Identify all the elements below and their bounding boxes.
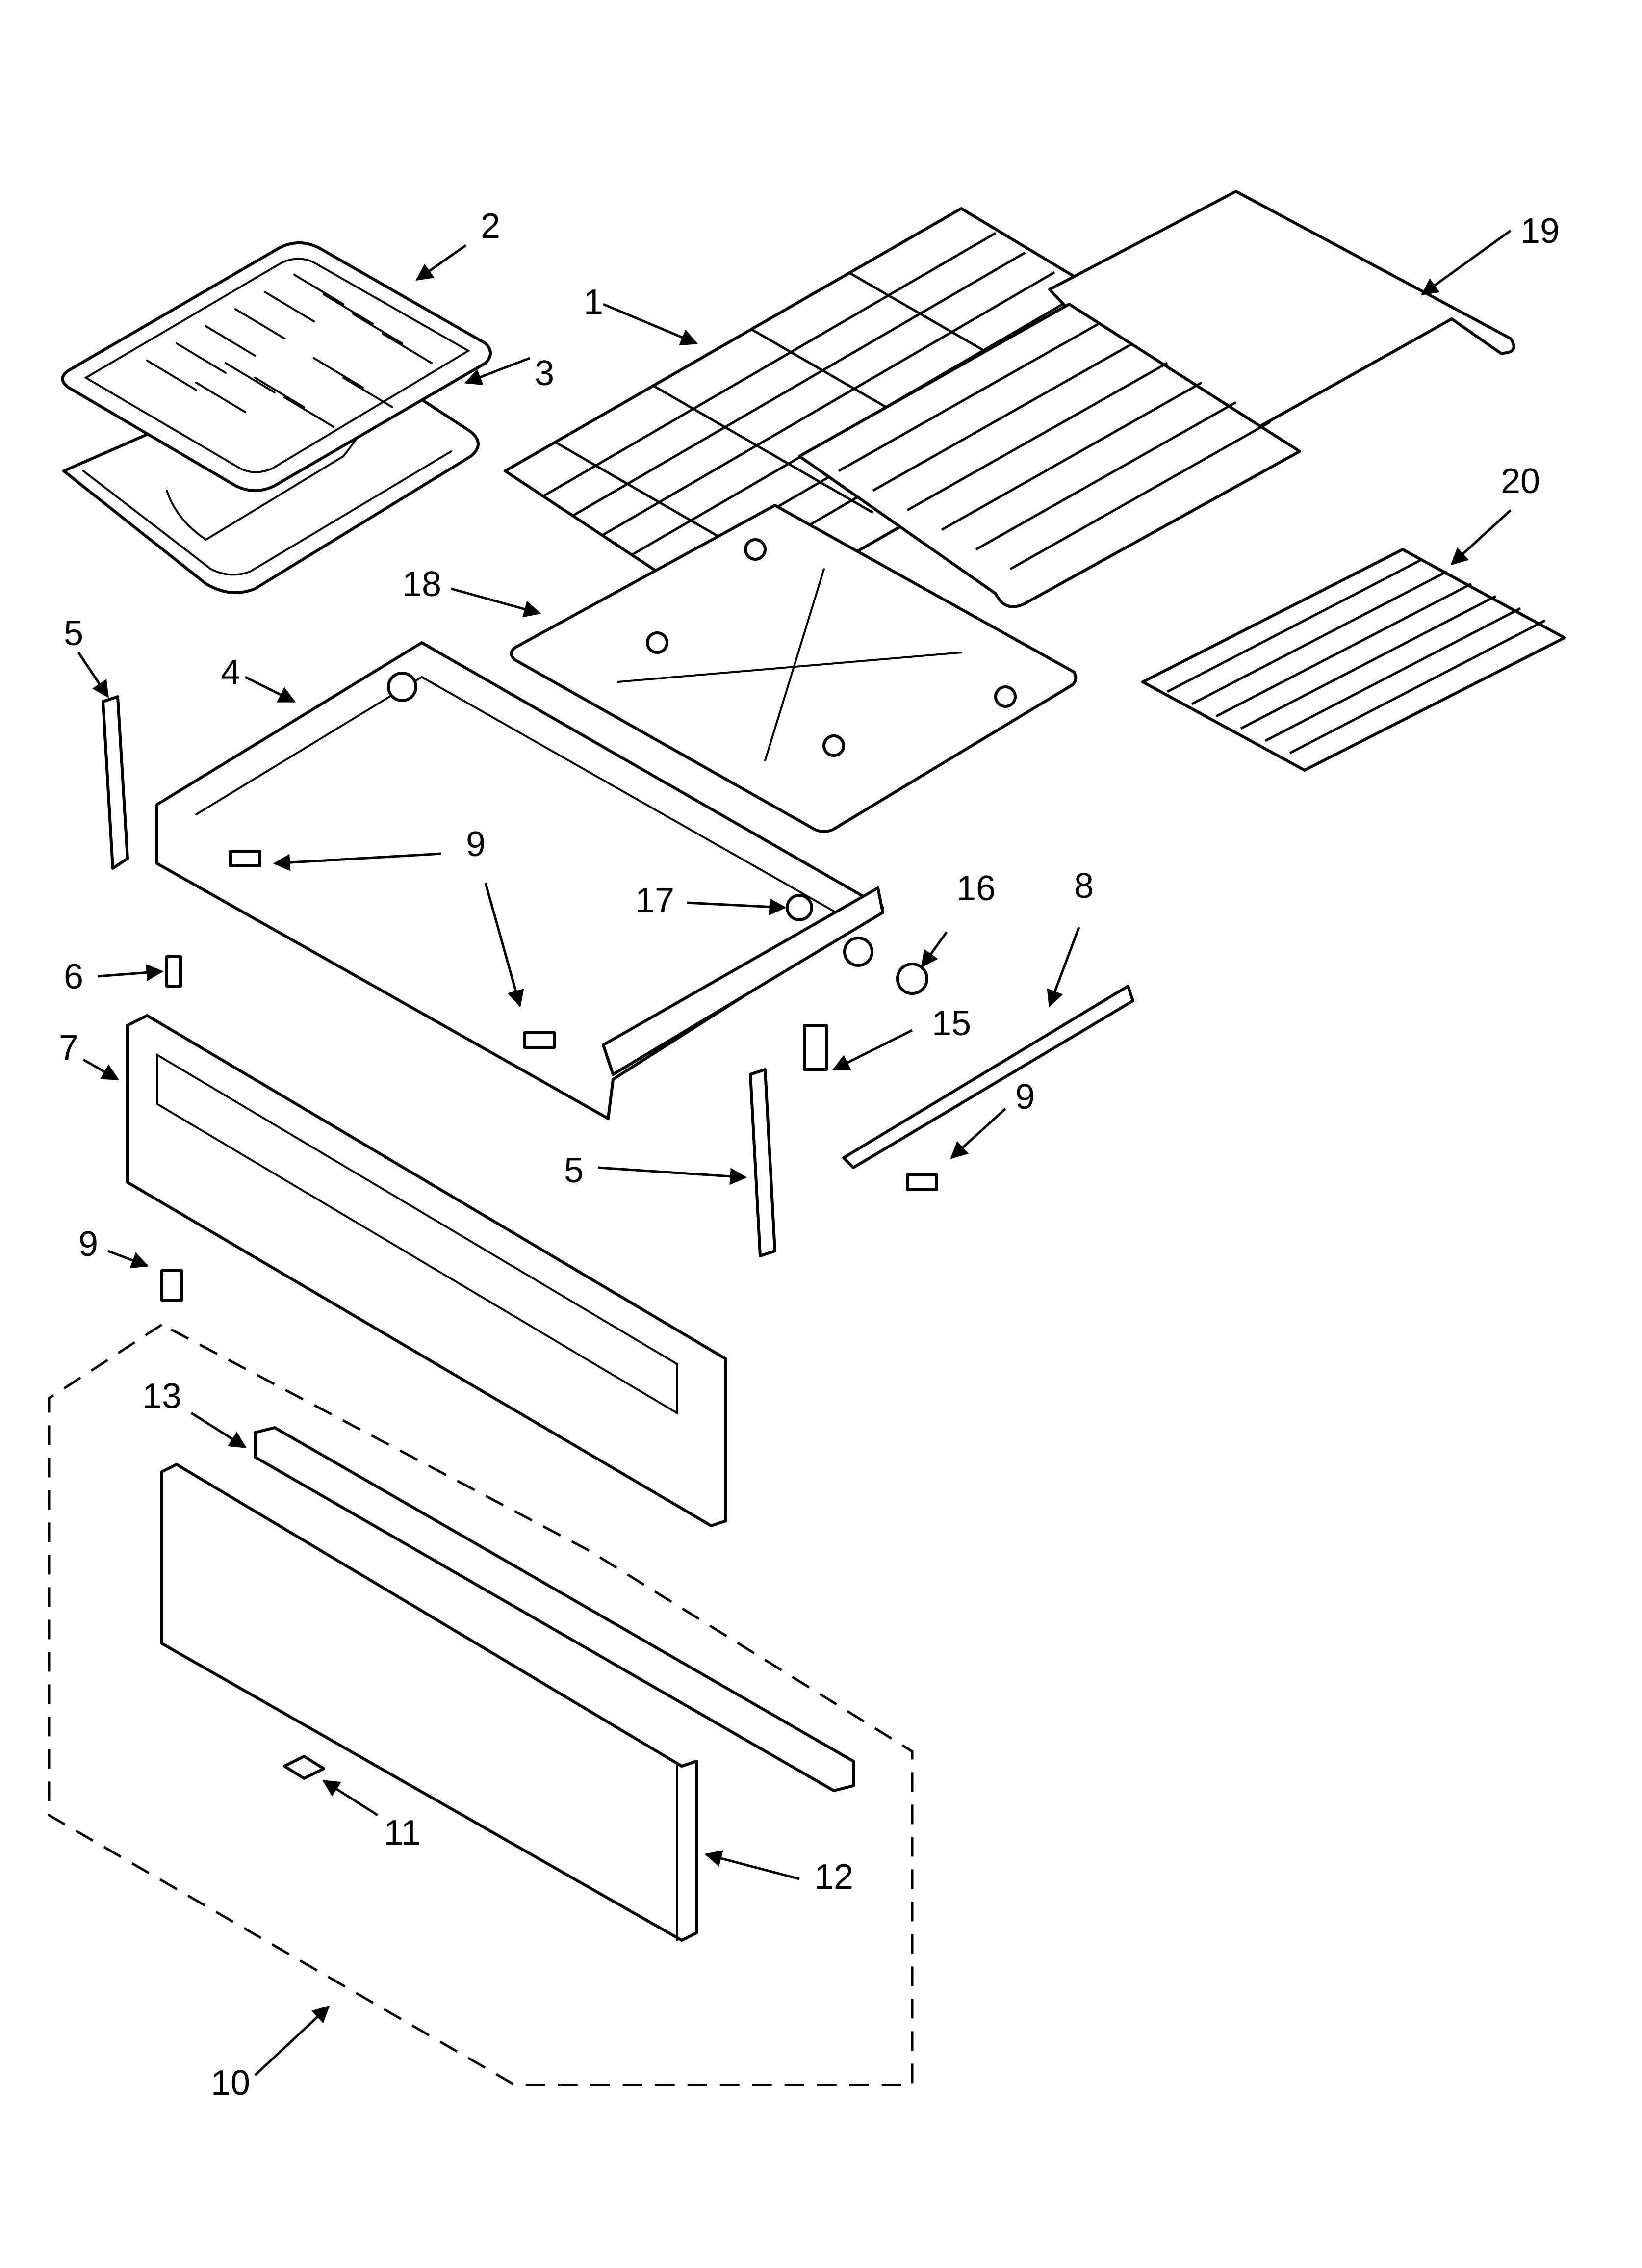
- callout-17: 17: [635, 881, 674, 920]
- gliding-rack: [1141, 548, 1566, 772]
- callout-20: 20: [1501, 462, 1540, 501]
- bracket: [803, 1024, 828, 1071]
- callout-2: 2: [481, 207, 500, 246]
- drawer-front: [126, 1014, 727, 1527]
- drawer-liner: [510, 504, 1078, 833]
- callout-13: 13: [142, 1377, 181, 1416]
- roller: [896, 963, 928, 995]
- drawer-slide-left: [102, 695, 129, 870]
- callout-4: 4: [221, 653, 240, 692]
- screw-lower: [160, 1269, 183, 1302]
- callout-9b: 9: [1015, 1077, 1035, 1117]
- callout-19: 19: [1520, 211, 1560, 251]
- callout-18: 18: [402, 565, 441, 604]
- trim-strip: [842, 985, 1134, 1169]
- screw-upper: [229, 850, 261, 867]
- hex-nut: [786, 894, 813, 921]
- callout-8: 8: [1074, 866, 1094, 906]
- oven-rack-extension: [798, 190, 1515, 608]
- callout-6: 6: [64, 957, 83, 996]
- screw-middle: [523, 1031, 556, 1049]
- panel-trim: [254, 1426, 855, 1792]
- callout-1: 1: [584, 283, 603, 322]
- callout-labels: 1 2 3 4 5 5 6 7 8 9 9 9 10 11 12 13 15 1…: [59, 207, 1560, 2103]
- callout-15: 15: [932, 1004, 971, 1043]
- callout-3: 3: [535, 354, 554, 393]
- callout-5a: 5: [64, 614, 83, 653]
- callout-9c: 9: [78, 1225, 98, 1264]
- drawer-slide-right: [749, 1068, 776, 1257]
- callout-9a: 9: [466, 825, 486, 864]
- drawer-panel: [160, 1463, 698, 1942]
- drawer-badge: [283, 1755, 325, 1780]
- screw-right: [906, 1173, 938, 1191]
- drawer-body: [155, 641, 884, 1120]
- stud: [165, 955, 182, 988]
- callout-12: 12: [814, 1857, 853, 1897]
- broiler-grid: [61, 241, 492, 492]
- callout-16: 16: [956, 869, 996, 908]
- callout-5b: 5: [564, 1151, 584, 1190]
- panel-assembly-outline: [48, 1323, 914, 2086]
- leader-lines: [77, 229, 1512, 2076]
- callout-10: 10: [211, 2063, 250, 2103]
- callout-7: 7: [59, 1028, 78, 1068]
- callout-11: 11: [384, 1813, 421, 1852]
